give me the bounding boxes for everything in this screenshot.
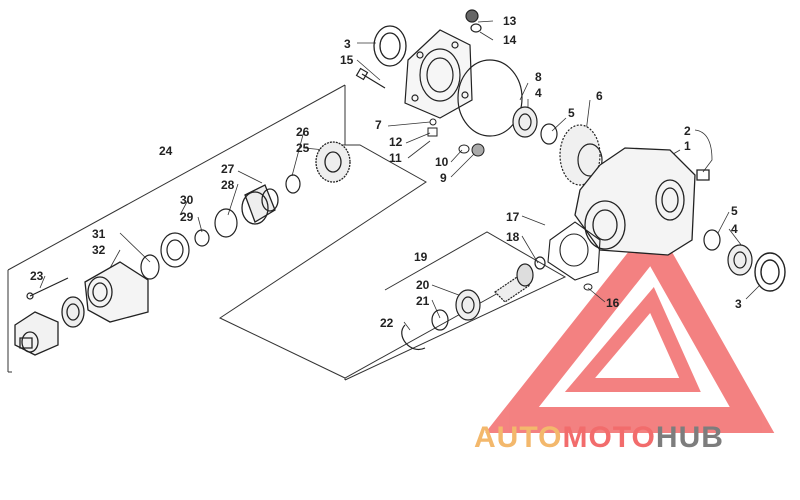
- watermark-hub: HUB: [655, 421, 724, 454]
- bearing-27: [242, 185, 278, 224]
- gasket-17: [548, 222, 600, 280]
- small-parts-10-12: [428, 119, 484, 156]
- o-ring-7: [458, 60, 522, 136]
- callout-1: 1: [684, 139, 691, 153]
- group-24-outline: [7, 84, 346, 373]
- bearing-4-right: [728, 245, 752, 275]
- callout-31: 31: [92, 227, 106, 241]
- callout-12: 12: [389, 135, 403, 149]
- leader-lines: [39, 20, 761, 331]
- bearing-21: [456, 290, 480, 320]
- callout-14: 14: [503, 33, 517, 47]
- callout-19: 19: [414, 250, 428, 264]
- plug-16: [584, 284, 592, 290]
- callout-32: 32: [92, 243, 106, 257]
- callout-13: 13: [503, 14, 517, 28]
- callout-26: 26: [296, 125, 310, 139]
- watermark-text: AUTOMOTOHUB: [474, 418, 794, 458]
- callout-18: 18: [506, 230, 520, 244]
- spacer-29: [195, 230, 209, 246]
- seal-3-right: [755, 253, 785, 291]
- callout-8: 8: [535, 70, 542, 84]
- snap-ring-28: [215, 209, 237, 237]
- coupler-housing-32: [85, 262, 148, 322]
- callout-15: 15: [340, 53, 354, 67]
- callout-28: 28: [221, 178, 235, 192]
- callout-5-top: 5: [568, 106, 575, 120]
- callout-30: 30: [180, 193, 194, 207]
- callout-22: 22: [380, 316, 394, 330]
- group-19-outline: [344, 231, 567, 381]
- callout-23: 23: [30, 269, 44, 283]
- callout-17: 17: [506, 210, 520, 224]
- callout-6: 6: [596, 89, 603, 103]
- callout-3-right: 3: [735, 297, 742, 311]
- callout-29: 29: [180, 210, 194, 224]
- callout-10: 10: [435, 155, 449, 169]
- callout-4-right: 4: [731, 222, 738, 236]
- bolt-23: [27, 278, 68, 299]
- callout-9: 9: [440, 171, 447, 185]
- callout-27: 27: [221, 162, 235, 176]
- gear-25: [316, 142, 350, 182]
- callout-4-top: 4: [535, 86, 542, 100]
- snap-ring-26: [286, 175, 300, 193]
- gear-housing-1: [575, 148, 709, 255]
- callout-21: 21: [416, 294, 430, 308]
- callout-2: 2: [684, 124, 691, 138]
- callout-7: 7: [375, 118, 382, 132]
- seal-3-top: [374, 26, 406, 66]
- watermark-auto: AUTO: [474, 421, 563, 454]
- ring-gear-6: [560, 125, 602, 185]
- callout-3-top: 3: [344, 37, 351, 51]
- output-flange: [15, 312, 58, 355]
- group-24-bracket: [218, 144, 501, 380]
- o-ring-31: [141, 255, 159, 279]
- washer-30: [161, 233, 189, 267]
- callout-5-right: 5: [731, 204, 738, 218]
- watermark-logo-icon: [485, 219, 775, 433]
- callout-11: 11: [389, 151, 402, 165]
- collar-22: [402, 310, 448, 349]
- shim-5-right: [704, 230, 720, 250]
- callout-16: 16: [606, 296, 620, 310]
- plug-13-14: [466, 10, 481, 32]
- callout-24: 24: [159, 144, 173, 158]
- callout-25: 25: [296, 141, 310, 155]
- pinion-gear-20: [495, 257, 545, 302]
- callout-20: 20: [416, 278, 430, 292]
- bearing-8: [513, 107, 537, 137]
- bearing-seal-left: [62, 297, 84, 327]
- gear-case-cover: [405, 30, 472, 118]
- bolt-15: [357, 69, 385, 88]
- shim-5-top: [541, 124, 557, 144]
- watermark-moto: MOTO: [562, 421, 656, 454]
